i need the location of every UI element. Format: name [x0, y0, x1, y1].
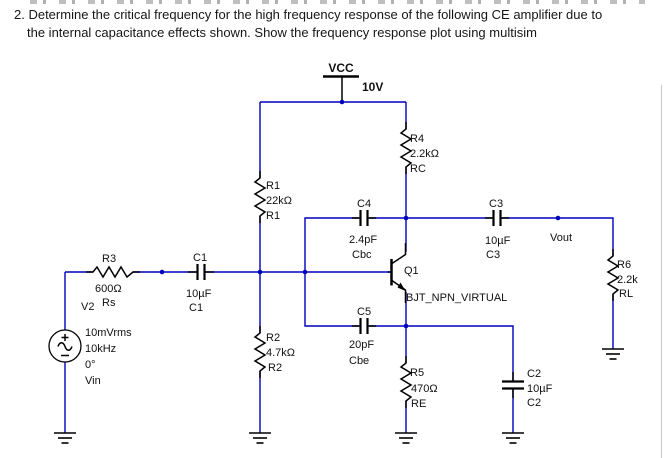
c3-name-label: C3	[486, 249, 500, 261]
junction-dots	[159, 99, 561, 329]
v2-phase-label: 0°	[85, 359, 96, 371]
vcc-value-label: 10V	[362, 80, 383, 94]
r2-ref-label: R2	[266, 332, 280, 344]
c4-name-label: Cbc	[352, 249, 372, 261]
problem-statement-line2: the internal capacitance effects shown. …	[27, 25, 537, 40]
problem-statement: 2. Determine the critical frequency for …	[14, 6, 659, 42]
resistor-R2	[253, 326, 267, 378]
plus-icon	[61, 334, 69, 341]
c2-value-label: 10µF	[527, 383, 553, 395]
r4-value-label: 2.2kΩ	[410, 148, 439, 160]
resistor-R1	[253, 171, 267, 223]
resistor-R5	[399, 356, 413, 408]
c2-ref-label: C2	[527, 368, 541, 380]
c3-ref-label: C3	[489, 198, 503, 210]
q1-ref-label: Q1	[404, 265, 419, 277]
r6-value-label: 2.2k	[617, 274, 638, 286]
vout-net-label: Vout	[550, 232, 572, 244]
c5-name-label: Cbe	[349, 355, 369, 367]
r3-value-label: 600Ω	[95, 283, 122, 295]
ground-symbol-source	[54, 432, 76, 444]
vcc-label: VCC	[328, 61, 354, 75]
c1-ref-label: C1	[193, 252, 207, 264]
c1-value-label: 10µF	[186, 288, 212, 300]
ac-source-V2	[48, 329, 82, 363]
capacitor-C2	[502, 372, 524, 398]
r5-value-label: 470Ω	[411, 383, 438, 395]
capacitor-C1	[188, 264, 214, 280]
c2-name-label: C2	[527, 397, 541, 409]
emitter-arrow-icon	[397, 282, 406, 291]
resistor-R3	[86, 265, 140, 279]
sine-wave-icon	[57, 342, 73, 351]
r3-name-label: Rs	[102, 297, 116, 309]
r4-ref-label: R4	[410, 133, 424, 145]
resistor-R6	[606, 249, 620, 301]
problem-statement-line1: 2. Determine the critical frequency for …	[14, 7, 603, 22]
c1-name-label: C1	[189, 302, 203, 314]
transistor-Q1	[388, 243, 407, 303]
v2-amplitude-label: 10mVrms	[85, 327, 132, 339]
ground-symbol-r5	[395, 432, 417, 444]
capacitor-C3	[485, 210, 509, 226]
r1-ref-label: R1	[266, 180, 280, 192]
c4-value-label: 2.4pF	[349, 234, 377, 246]
screenshot-edge-artifact	[30, 0, 645, 4]
r3-ref-label: R3	[102, 253, 116, 265]
capacitor-C5	[352, 318, 376, 334]
r6-name-label: RL	[619, 288, 633, 300]
r4-name-label: RC	[410, 163, 426, 175]
r5-ref-label: R5	[410, 367, 424, 379]
c5-ref-label: C5	[357, 306, 371, 318]
c5-value-label: 20pF	[349, 339, 374, 351]
ground-symbol-c2	[502, 432, 524, 444]
r2-value-label: 4.7kΩ	[266, 347, 295, 359]
v2-name-label: Vin	[85, 375, 101, 387]
c3-value-label: 10µF	[485, 235, 511, 247]
r1-value-label: 22kΩ	[266, 195, 292, 207]
resistor-R4	[399, 122, 413, 174]
q1-model-label: BJT_NPN_VIRTUAL	[406, 292, 507, 304]
r1-name-label: R1	[266, 210, 280, 222]
ground-symbol-r6	[602, 348, 624, 360]
vcc-power-symbol	[323, 75, 359, 102]
r6-ref-label: R6	[617, 259, 631, 271]
v2-frequency-label: 10kHz	[85, 343, 116, 355]
c4-ref-label: C4	[357, 198, 371, 210]
v2-ref-label: V2	[81, 301, 94, 313]
ground-symbol-r2	[249, 432, 271, 444]
capacitor-C4	[352, 210, 376, 226]
r5-name-label: RE	[411, 398, 426, 410]
r2-name-label: R2	[268, 362, 282, 374]
